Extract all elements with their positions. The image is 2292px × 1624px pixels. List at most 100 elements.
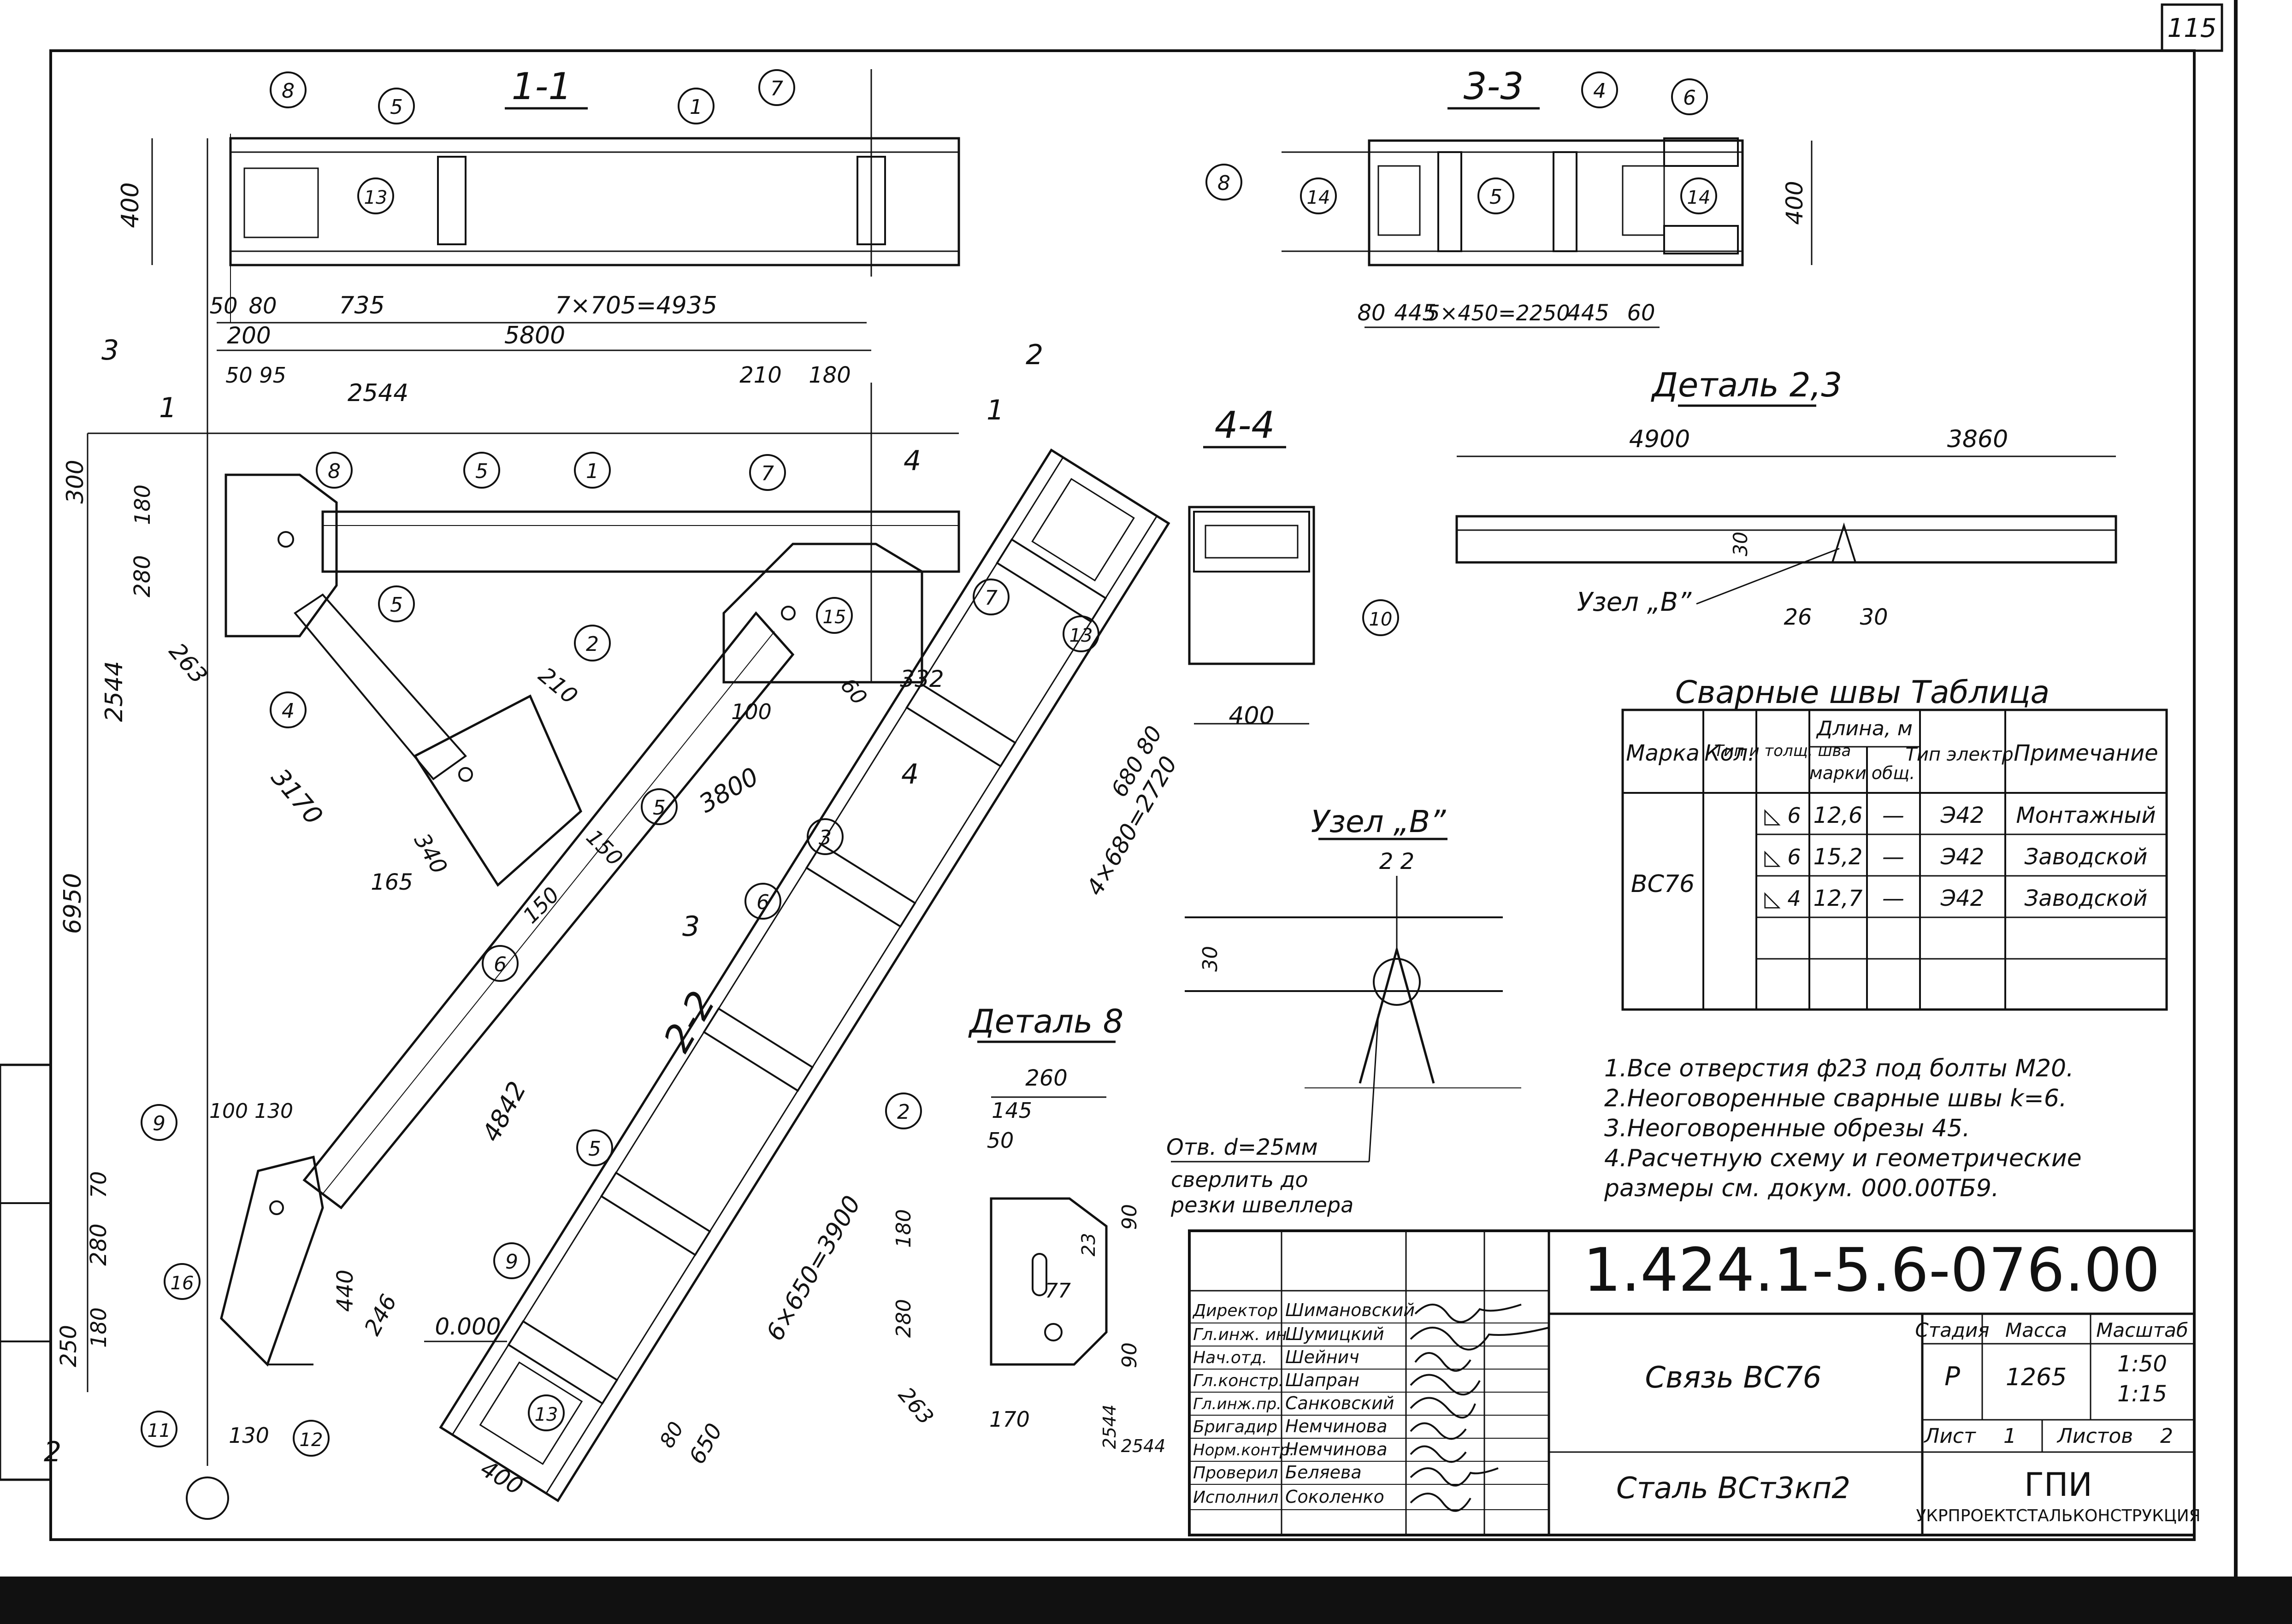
dim-23: 23 bbox=[1078, 1233, 1099, 1257]
dim-180-lower: 180 bbox=[86, 1307, 111, 1348]
mark-label: 9 bbox=[153, 1112, 165, 1135]
mark-bubble-16 bbox=[164, 1263, 201, 1300]
view-3-3 bbox=[1282, 137, 1744, 266]
mark-label: 8 bbox=[1217, 171, 1230, 195]
note-line: 1.Все отверстия ф23 под болты М20. bbox=[1604, 1055, 2074, 1082]
mass-value: 1265 bbox=[2006, 1364, 2067, 1391]
signature-rows: Директор Шимановский Гл.инж. ин. Шумицки… bbox=[1189, 1300, 1549, 1510]
weld-cell-len: 15,2 bbox=[1814, 844, 1863, 870]
mark-bubble-5-a bbox=[378, 88, 415, 124]
mark-label: 5 bbox=[390, 593, 403, 617]
signature-name: Шимановский bbox=[1285, 1300, 1415, 1320]
mark-label: 12 bbox=[300, 1429, 323, 1451]
dim-400-v11: 400 bbox=[117, 182, 144, 228]
dim-100: 100 bbox=[731, 699, 772, 724]
dim-263-d8: 263 bbox=[893, 1382, 939, 1429]
weld-cell-type: ◺ 6 bbox=[1764, 844, 1801, 869]
mark-label: 15 bbox=[823, 607, 846, 628]
main-elevation bbox=[186, 138, 960, 1520]
scale-header: Масштаб bbox=[2096, 1319, 2188, 1341]
mark-bubble-5-d bbox=[378, 585, 415, 622]
signature-name: Шапран bbox=[1285, 1370, 1359, 1390]
sheets-label: Листов bbox=[2056, 1424, 2133, 1448]
mark-bubble-14-b bbox=[1680, 177, 1717, 214]
mark-bubble-9-b bbox=[493, 1242, 530, 1279]
weld-th-note: Примечание bbox=[2014, 740, 2158, 766]
dim-90-b: 90 bbox=[1118, 1342, 1141, 1368]
dim-400-v33: 400 bbox=[1781, 181, 1808, 224]
mark-label: 9 bbox=[505, 1250, 518, 1274]
mark-label: 5 bbox=[653, 796, 666, 820]
dim-2-2: 2 2 bbox=[1379, 849, 1414, 874]
mark-bubble-13-a bbox=[357, 177, 394, 214]
mark-bubble-8-b bbox=[1205, 164, 1242, 201]
dim-400-v44: 400 bbox=[1229, 702, 1274, 730]
dim-170: 170 bbox=[989, 1407, 1030, 1432]
dim-3800: 3800 bbox=[694, 762, 763, 818]
organization-short: ГПИ bbox=[2024, 1466, 2092, 1504]
mark-bubble-14-a bbox=[1300, 177, 1337, 214]
dim-445-a: 445 bbox=[1394, 300, 1436, 326]
mark-bubble-8-a bbox=[270, 71, 307, 108]
organization-full: УКРПРОЕКТСТАЛЬКОНСТРУКЦИЯ bbox=[1916, 1506, 2200, 1525]
weld-th-type: Тип и толщ. шва bbox=[1714, 742, 1851, 760]
dim-280-d8: 280 bbox=[892, 1299, 916, 1338]
signature-name: Немчинова bbox=[1285, 1416, 1388, 1436]
drawing-title: Связь ВС76 bbox=[1645, 1361, 1821, 1395]
mark-label: 1 bbox=[690, 95, 703, 119]
margin-stamp-box bbox=[0, 1063, 52, 1481]
mark-bubble-4-b bbox=[270, 691, 307, 728]
mark-bubble-1-b bbox=[574, 452, 611, 489]
signature-name: Немчинова bbox=[1285, 1439, 1388, 1459]
weld-th-qty: Кол. bbox=[1704, 740, 1754, 766]
dim-30-b: 30 bbox=[1860, 604, 1888, 630]
section-2-marker: 2 bbox=[1026, 339, 1043, 371]
hole-note-3: резки швеллера bbox=[1170, 1193, 1353, 1217]
weld-cell-electrode: Э42 bbox=[1940, 886, 1985, 911]
dim-445-b: 445 bbox=[1567, 300, 1609, 326]
signature-role: Гл.констр. bbox=[1193, 1371, 1284, 1390]
mark-bubble-5-c bbox=[463, 452, 500, 489]
dim-210-top: 210 bbox=[739, 362, 782, 388]
dim-280-left: 280 bbox=[130, 555, 155, 597]
mark-label: 2 bbox=[897, 1100, 910, 1124]
dim-50-95: 50 95 bbox=[225, 363, 286, 388]
mark-label: 7 bbox=[985, 586, 998, 610]
mark-label: 16 bbox=[171, 1273, 194, 1294]
mark-bubble-11 bbox=[141, 1411, 177, 1447]
mark-label: 5 bbox=[475, 460, 488, 483]
dim-70: 70 bbox=[86, 1171, 111, 1199]
dim-50: 50 bbox=[209, 293, 237, 319]
dim-26: 26 bbox=[1784, 604, 1812, 630]
mark-bubble-3 bbox=[807, 818, 844, 855]
mark-label: 14 bbox=[1307, 187, 1330, 208]
dim-30-node: 30 bbox=[1199, 946, 1222, 972]
mark-bubbles: 8 5 1 7 13 8 14 5 4 6 14 8 5 1 7 5 2 15 bbox=[141, 69, 1717, 1457]
signature-role: Норм.контр. bbox=[1193, 1441, 1294, 1459]
dim-2544-h: 2544 bbox=[348, 379, 408, 407]
mark-bubble-6-c bbox=[744, 883, 781, 920]
weld-cell-total: — bbox=[1882, 803, 1904, 828]
dim-50-d8: 50 bbox=[987, 1128, 1014, 1153]
mark-label: 6 bbox=[1683, 86, 1696, 110]
mark-label: 13 bbox=[1069, 625, 1093, 646]
mark-label: 13 bbox=[535, 1404, 558, 1425]
dim-80: 80 bbox=[248, 293, 277, 319]
dim-6x650: 6×650=3900 bbox=[761, 1191, 866, 1346]
view-4-4-title: 4-4 bbox=[1215, 404, 1275, 447]
section-1-marker-right: 1 bbox=[987, 394, 1004, 426]
dim-2544-v: 2544 bbox=[100, 661, 128, 722]
general-notes: 1.Все отверстия ф23 под болты М20. 2.Нео… bbox=[1604, 1055, 2082, 1202]
weld-cell-len: 12,6 bbox=[1814, 803, 1863, 828]
node-b bbox=[1185, 876, 1521, 1088]
dim-4900: 4900 bbox=[1629, 425, 1690, 453]
mark-label: 6 bbox=[494, 953, 507, 976]
mark-bubble-7-b bbox=[749, 454, 786, 491]
weld-cell-total: — bbox=[1882, 844, 1904, 870]
dim-210-mid: 210 bbox=[533, 662, 582, 709]
mark-label: 3 bbox=[819, 826, 832, 850]
mark-bubble-9-a bbox=[141, 1104, 177, 1141]
weld-mark-value: ВС76 bbox=[1631, 870, 1695, 898]
dim-332: 332 bbox=[900, 666, 944, 692]
page-number: 115 bbox=[2168, 13, 2217, 43]
